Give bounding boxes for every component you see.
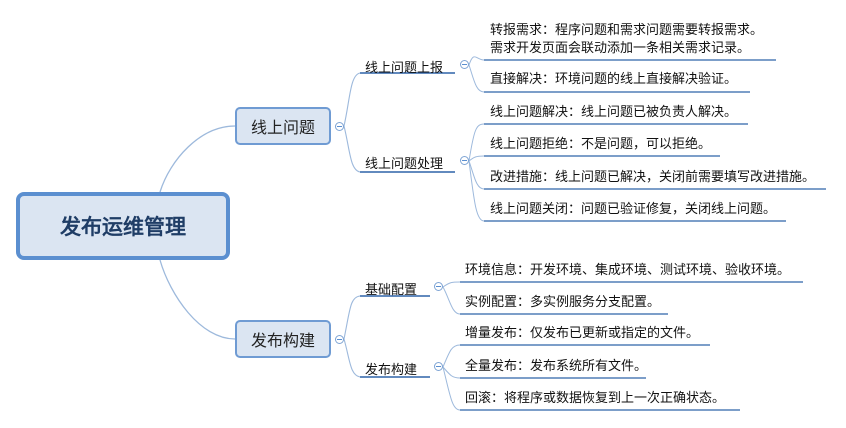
subtopic-issue-handling[interactable]: 线上问题处理: [365, 157, 444, 172]
leaf-issue-closed[interactable]: 线上问题关闭：问题已验证修复，关闭线上问题。: [490, 202, 777, 217]
connector-line: [442, 286, 461, 315]
connector-line: [468, 56, 485, 66]
branch-topic-release-build[interactable]: 发布构建: [235, 320, 331, 358]
connector-line: [343, 295, 361, 340]
connector-line: [343, 72, 361, 127]
connector-line: [343, 338, 361, 378]
leaf-instance-config[interactable]: 实例配置：多实例服务分支配置。: [465, 295, 661, 310]
collapse-icon[interactable]: [460, 60, 469, 69]
connector-line: [468, 160, 485, 222]
collapse-icon[interactable]: [434, 282, 443, 291]
connector-line: [442, 344, 461, 368]
connector-line: [442, 281, 461, 288]
collapse-icon[interactable]: [335, 335, 344, 344]
subtopic-base-config[interactable]: 基础配置: [365, 283, 418, 298]
connector-line: [468, 64, 485, 93]
collapse-icon[interactable]: [335, 122, 344, 131]
connector-line: [159, 259, 236, 340]
subtopic-issue-report[interactable]: 线上问题上报: [365, 61, 444, 76]
connector-line: [468, 123, 485, 162]
connector-line: [442, 366, 461, 379]
leaf-improvement-measures[interactable]: 改进措施：线上问题已解决，关闭前需要填写改进措施。: [490, 170, 816, 185]
root-topic[interactable]: 发布运维管理: [16, 192, 230, 260]
leaf-direct-solve[interactable]: 直接解决：环境问题的线上直接解决验证。: [490, 72, 738, 87]
leaf-rollback[interactable]: 回滚：将程序或数据恢复到上一次正确状态。: [465, 391, 726, 406]
leaf-transfer-requirement[interactable]: 转报需求：程序问题和需求问题需要转报需求。 需求开发页面会联动添加一条相关需求记…: [490, 23, 764, 56]
connector-line: [468, 160, 485, 190]
leaf-issue-rejected[interactable]: 线上问题拒绝：不是问题，可以拒绝。: [490, 137, 712, 152]
leaf-incremental-release[interactable]: 增量发布：仅发布已更新或指定的文件。: [465, 326, 700, 341]
leaf-issue-resolved[interactable]: 线上问题解决：线上问题已被负责人解决。: [490, 105, 738, 120]
collapse-icon[interactable]: [434, 362, 443, 371]
connector-line: [343, 125, 361, 173]
branch-topic-online-issues[interactable]: 线上问题: [235, 107, 331, 145]
connector-line: [442, 366, 461, 411]
collapse-icon[interactable]: [460, 156, 469, 165]
subtopic-release-build[interactable]: 发布构建: [365, 363, 418, 378]
connector-line: [159, 125, 236, 193]
leaf-full-release[interactable]: 全量发布：发布系统所有文件。: [465, 359, 648, 374]
connector-line: [468, 155, 485, 162]
leaf-env-info[interactable]: 环境信息：开发环境、集成环境、测试环境、验收环境。: [465, 263, 791, 278]
